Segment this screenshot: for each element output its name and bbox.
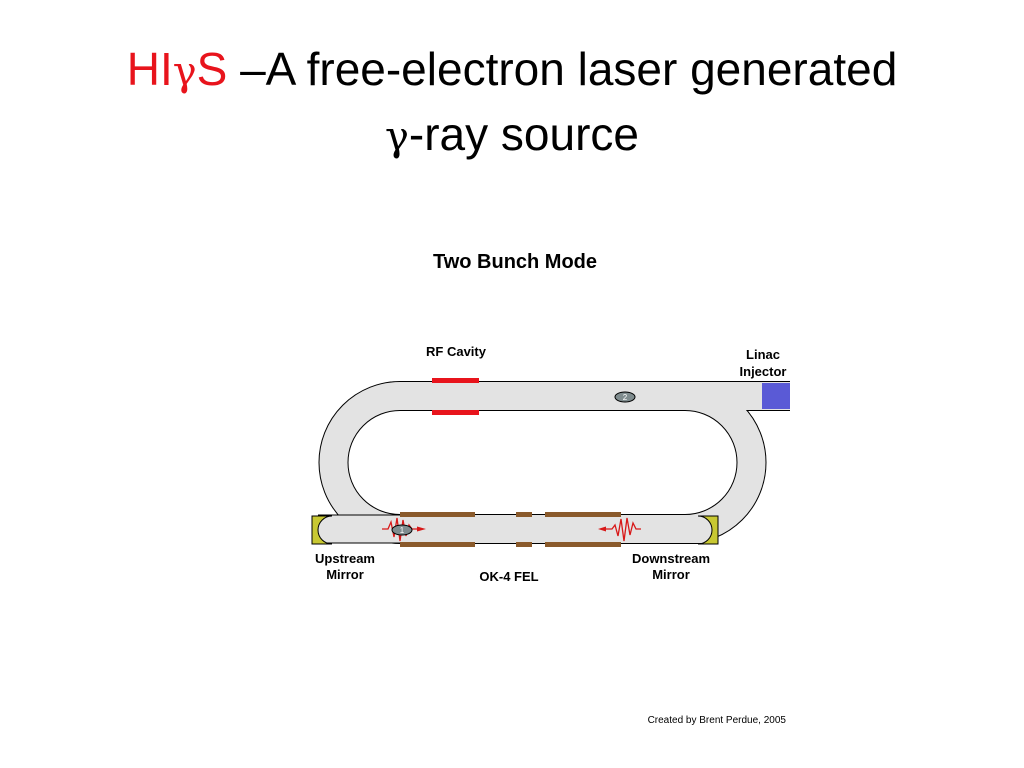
photon-pulse-wave: [382, 517, 417, 542]
electron-bunch-1-number: 1: [400, 526, 405, 535]
electron-bunch-2: [614, 391, 636, 403]
beam-pipe: [318, 381, 790, 544]
rf-cavity-top: [432, 378, 479, 383]
photon-pulse-wave-2: [605, 517, 641, 542]
title-line-1-text: –A free-electron laser generated: [227, 43, 898, 95]
ok4-fel-wigglers: [400, 512, 621, 547]
upstream-mirror-label-line-2: Mirror: [326, 567, 364, 582]
linac-label-line-1: Linac: [746, 347, 780, 362]
electron-bunch-icon: 2: [614, 391, 636, 403]
title-acronym-h: HI: [126, 43, 173, 95]
fel-wiggler-2-bottom: [545, 542, 621, 547]
electron-bunch-2-number: 2: [623, 393, 628, 402]
downstream-mirror: [697, 515, 719, 545]
title-acronym-s: S: [196, 43, 228, 95]
beam-pipe-fill: [319, 382, 790, 543]
photon-pulse-icon: [382, 517, 426, 542]
downstream-mirror-label-line-2: Mirror: [652, 567, 690, 582]
diagram-heading: Two Bunch Mode: [433, 251, 597, 273]
title-line-2-text: -ray source: [408, 108, 639, 160]
slide-title: HIγS –A free-electron laser generated γ-…: [0, 38, 1024, 168]
fel-wiggler-1-bottom: [400, 542, 475, 547]
title-line-2: γ-ray source: [0, 103, 1024, 168]
fel-buncher-bottom: [516, 542, 532, 547]
upstream-mirror-label-line-1: Upstream: [315, 551, 375, 566]
photon-pulse-arrowhead-2: [598, 526, 606, 532]
title-acronym: HIγS: [127, 43, 228, 95]
fel-buncher-top: [516, 512, 532, 517]
title-acronym-gamma: γ: [172, 49, 197, 95]
downstream-mirror-label-line-1: Downstream: [632, 551, 710, 566]
beam-pipe-upstream-edges: [318, 514, 400, 544]
photon-pulse-arrowhead: [417, 526, 426, 532]
electron-bunch-icon: 1: [391, 524, 413, 536]
linac-label-line-2: Injector: [740, 364, 787, 379]
title-line-2-gamma: γ: [385, 114, 409, 160]
credit-text: Created by Brent Perdue, 2005: [648, 715, 787, 726]
linac-injector: [762, 383, 790, 409]
title-line-1: HIγS –A free-electron laser generated: [0, 38, 1024, 103]
fel-wiggler-1-top: [400, 512, 475, 517]
rf-cavity-bottom: [432, 410, 479, 415]
upstream-mirror: [311, 515, 333, 545]
rf-cavity-label: RF Cavity: [426, 344, 487, 359]
fel-wiggler-2-top: [545, 512, 621, 517]
photon-pulse-icon: [598, 517, 641, 542]
fel-label: OK-4 FEL: [479, 569, 538, 584]
rf-cavity: [432, 378, 479, 415]
electron-bunch-1: [391, 524, 413, 536]
